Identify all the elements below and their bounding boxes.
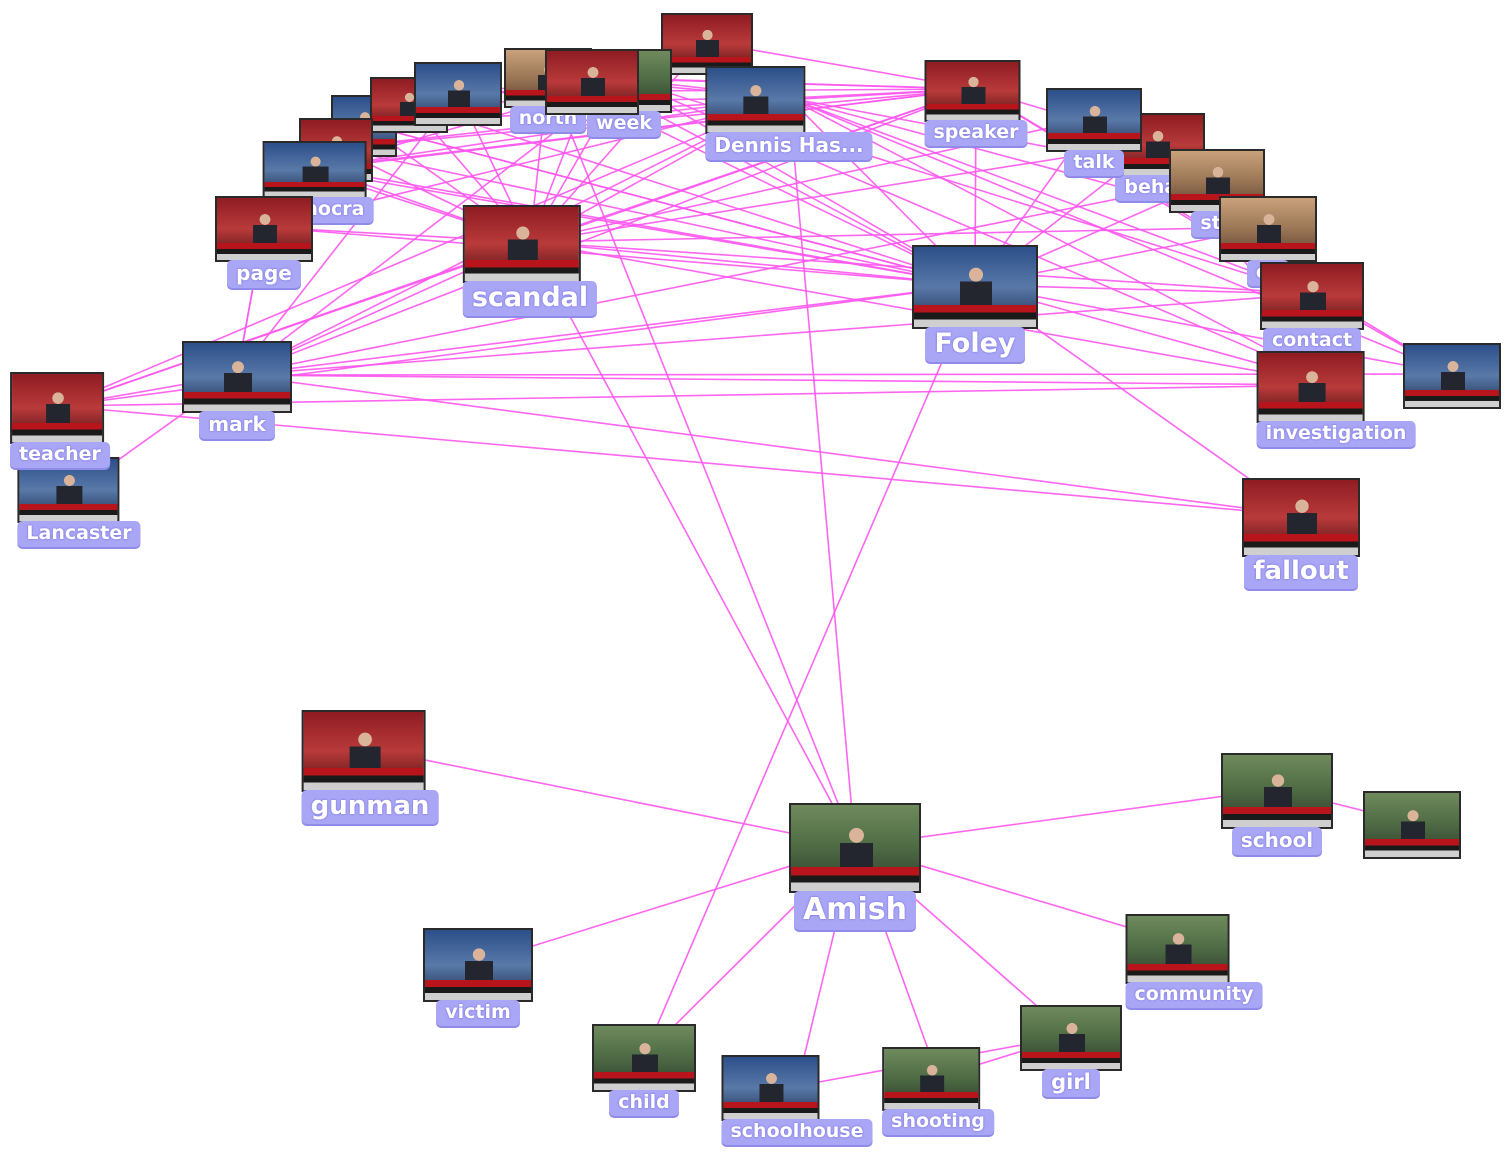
edge-foley-mark bbox=[236, 284, 976, 376]
node-investigation[interactable]: investigation bbox=[1256, 351, 1416, 447]
node-thumbnail[interactable] bbox=[1242, 478, 1360, 557]
edge-foley-h5 bbox=[335, 147, 976, 286]
node-thumbnail[interactable] bbox=[423, 928, 533, 1002]
node-label: contact bbox=[1262, 328, 1362, 354]
edge-scandal-behav bbox=[529, 142, 1158, 243]
node-fallout[interactable]: fallout bbox=[1242, 478, 1360, 589]
node-thumbnail[interactable] bbox=[182, 341, 292, 413]
node-page[interactable]: page bbox=[215, 196, 313, 288]
node-label: page bbox=[227, 260, 301, 288]
node-thumbnail[interactable] bbox=[912, 245, 1038, 329]
node-label: victim bbox=[436, 1000, 520, 1026]
node-label: Foley bbox=[925, 327, 1025, 362]
node-label: schoolhouse bbox=[721, 1119, 873, 1145]
node-dennis[interactable]: Dennis Has... bbox=[705, 66, 873, 160]
node-label: shooting bbox=[882, 1109, 994, 1135]
node-label: school bbox=[1231, 827, 1323, 855]
edge-foley-scandal bbox=[529, 241, 976, 286]
node-thumbnail[interactable] bbox=[1125, 914, 1230, 984]
node-label: week bbox=[587, 111, 661, 137]
node-mark[interactable]: mark bbox=[182, 341, 292, 439]
node-label: gunman bbox=[301, 790, 439, 824]
node-shooting[interactable]: shooting bbox=[882, 1047, 994, 1135]
node-girl[interactable]: girl bbox=[1020, 1005, 1122, 1097]
node-thumbnail[interactable] bbox=[1256, 351, 1365, 423]
node-amish[interactable]: Amish bbox=[789, 803, 921, 930]
edge-foley-h8 bbox=[974, 284, 1453, 375]
edge-teacher-dennis bbox=[59, 97, 790, 407]
edge-amish-gunman bbox=[369, 748, 856, 847]
node-thumbnail[interactable] bbox=[301, 710, 426, 792]
node-schoolhouse[interactable]: schoolhouse bbox=[721, 1055, 873, 1145]
node-label: investigation bbox=[1256, 421, 1416, 447]
edge-amish-school bbox=[854, 788, 1278, 847]
edge-mark-sta bbox=[236, 178, 1218, 376]
node-victim[interactable]: victim bbox=[423, 928, 533, 1026]
node-thumbnail[interactable] bbox=[10, 372, 105, 444]
node-label: Dennis Has... bbox=[705, 132, 873, 160]
node-label: child bbox=[609, 1090, 679, 1116]
node-label: mark bbox=[199, 411, 275, 439]
node-scandal[interactable]: scandal bbox=[462, 205, 598, 316]
node-thumbnail[interactable] bbox=[215, 196, 313, 262]
node-label: scandal bbox=[462, 281, 598, 316]
edge-mark-h8 bbox=[236, 373, 1453, 376]
edge-amish-north bbox=[547, 75, 856, 847]
node-h9[interactable] bbox=[1363, 791, 1461, 859]
node-school[interactable]: school bbox=[1221, 753, 1333, 855]
node-thumbnail[interactable] bbox=[592, 1024, 696, 1092]
node-label: Amish bbox=[794, 891, 916, 930]
node-speaker[interactable]: speaker bbox=[924, 60, 1028, 146]
edge-foley-page bbox=[263, 226, 976, 286]
node-thumbnail[interactable] bbox=[924, 60, 1021, 122]
node-thumbnail[interactable] bbox=[1221, 753, 1333, 829]
node-thumbnail[interactable] bbox=[414, 62, 502, 126]
node-thumbnail[interactable] bbox=[545, 49, 639, 115]
node-teacher[interactable]: teacher bbox=[10, 372, 110, 468]
node-thumbnail[interactable] bbox=[262, 141, 367, 199]
node-h7[interactable] bbox=[545, 49, 639, 115]
node-thumbnail[interactable] bbox=[1403, 343, 1501, 409]
node-thumbnail[interactable] bbox=[1363, 791, 1461, 859]
node-label: community bbox=[1125, 982, 1263, 1008]
node-contact[interactable]: contact bbox=[1260, 262, 1364, 354]
node-thumbnail[interactable] bbox=[1046, 88, 1142, 152]
node-label: Lancaster bbox=[17, 521, 141, 547]
node-thumbnail[interactable] bbox=[1219, 196, 1317, 262]
edge-dennis-investigation bbox=[788, 97, 1337, 386]
edge-child-foley bbox=[643, 284, 976, 1057]
node-thumbnail[interactable] bbox=[1260, 262, 1364, 330]
node-thumbnail[interactable] bbox=[462, 205, 581, 283]
edge-amish-dennis bbox=[788, 97, 856, 847]
node-label: fallout bbox=[1244, 555, 1358, 589]
node-community[interactable]: community bbox=[1125, 914, 1263, 1008]
node-child[interactable]: child bbox=[592, 1024, 696, 1116]
node-thumbnail[interactable] bbox=[882, 1047, 981, 1111]
node-h2[interactable] bbox=[414, 62, 502, 126]
node-h8[interactable] bbox=[1403, 343, 1501, 409]
node-label: girl bbox=[1042, 1069, 1100, 1097]
node-thumbnail[interactable] bbox=[789, 803, 921, 893]
edge-amish-scandal bbox=[529, 241, 856, 847]
node-gunman[interactable]: gunman bbox=[301, 710, 439, 824]
node-thumbnail[interactable] bbox=[1020, 1005, 1122, 1071]
edge-mark-contact bbox=[236, 293, 1313, 376]
node-label: speaker bbox=[924, 120, 1028, 146]
edge-mark-investigation bbox=[236, 374, 1337, 386]
edge-mark-fallout bbox=[236, 374, 1302, 517]
node-label: talk bbox=[1064, 150, 1124, 176]
node-lancaster[interactable]: Lancaster bbox=[17, 457, 141, 547]
node-label: teacher bbox=[10, 442, 110, 468]
node-thumbnail[interactable] bbox=[721, 1055, 820, 1121]
node-foley[interactable]: Foley bbox=[912, 245, 1038, 362]
node-thumbnail[interactable] bbox=[705, 66, 806, 134]
edge-scandal-co bbox=[529, 226, 1269, 243]
node-talk[interactable]: talk bbox=[1046, 88, 1142, 176]
